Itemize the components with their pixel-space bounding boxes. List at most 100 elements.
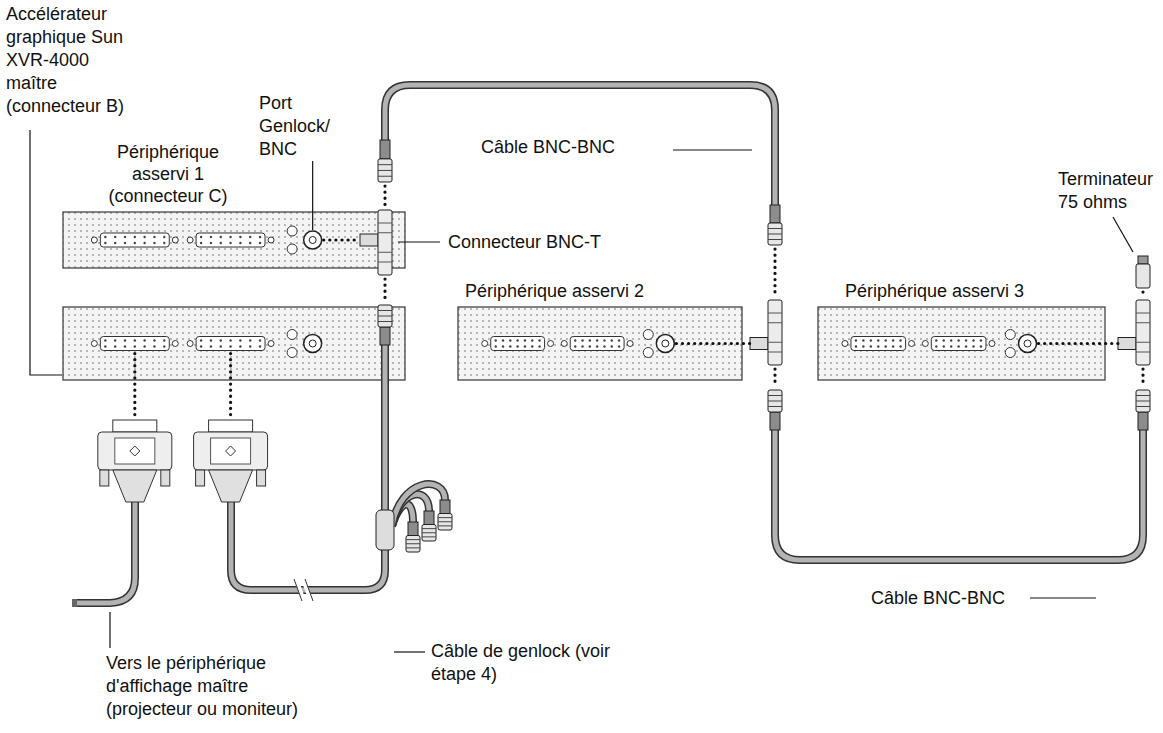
pin (877, 339, 879, 341)
pin (574, 345, 576, 347)
breakout-body (376, 510, 394, 550)
plug-band (1136, 406, 1150, 407)
screw (91, 341, 97, 347)
pin (104, 345, 106, 347)
bnc-port (304, 231, 322, 249)
port-shell (570, 337, 624, 351)
tee-stub (1118, 338, 1136, 350)
cable-body (385, 85, 775, 205)
screw (268, 237, 274, 243)
panel-plate (63, 307, 405, 380)
pin (892, 345, 894, 347)
thumbscrew (196, 470, 205, 486)
pin (885, 339, 887, 341)
pin (143, 236, 145, 238)
pin (134, 345, 136, 347)
pin (877, 345, 879, 347)
plug-boot (770, 205, 780, 223)
pin (229, 236, 231, 238)
plug-band (422, 532, 436, 533)
tee-band (768, 352, 782, 353)
screw (172, 341, 178, 347)
port-shell (100, 337, 169, 351)
pin (114, 345, 116, 347)
plug-band (378, 170, 392, 171)
callout-label: Port Genlock/ BNC (258, 92, 340, 161)
cable-outline (385, 85, 775, 205)
tee-band (378, 262, 392, 263)
terminator-cap (1138, 256, 1148, 264)
bnc-plug (378, 305, 392, 345)
terminator-body (1136, 264, 1150, 288)
screw (842, 341, 848, 347)
pin (134, 242, 136, 244)
thumbscrew (161, 470, 170, 486)
pin (229, 339, 231, 341)
video-plug (194, 420, 268, 502)
pin (200, 345, 202, 347)
pin (143, 339, 145, 341)
port-shell (931, 337, 986, 351)
pin (220, 242, 222, 244)
plug-band (406, 543, 420, 544)
pin (200, 236, 202, 238)
callout-label: Vers le périphérique d'affichage maître … (105, 652, 337, 721)
pin (516, 339, 518, 341)
bnc-t-connector (750, 300, 782, 365)
mini-din-port (643, 348, 653, 358)
pin (200, 242, 202, 244)
dotted-connection (1141, 292, 1144, 297)
pin (574, 339, 576, 341)
device-heading: Périphérique asservi 1 (connecteur C) (88, 141, 248, 207)
cable-body (392, 484, 445, 526)
plug-band (768, 395, 782, 396)
pin (104, 339, 106, 341)
pin (124, 339, 126, 341)
dotted-connection (1039, 342, 1118, 345)
port-shell (491, 337, 545, 351)
pin (495, 339, 497, 341)
pin (870, 339, 872, 341)
pin (502, 345, 504, 347)
pin (249, 242, 251, 244)
pin (870, 345, 872, 347)
pin (220, 339, 222, 341)
pin (134, 236, 136, 238)
tee-band (378, 252, 392, 253)
callout-label: Câble BNC-BNC (480, 136, 616, 159)
plug-shell (209, 420, 253, 432)
pin (143, 345, 145, 347)
pin (980, 339, 982, 341)
bnc-plug (406, 522, 420, 552)
cable (385, 85, 775, 205)
pin (611, 345, 613, 347)
pin (862, 339, 864, 341)
pin (502, 339, 504, 341)
plug-body (378, 305, 392, 327)
mini-din-port (287, 330, 297, 340)
pin (259, 345, 261, 347)
thumbscrew (100, 470, 109, 486)
leader-line (394, 651, 425, 652)
tee-band (768, 342, 782, 343)
screw (909, 341, 915, 347)
pin (239, 242, 241, 244)
tee-stub (750, 338, 768, 350)
bnc-port (304, 335, 322, 353)
pin (596, 345, 598, 347)
cable-outline (392, 484, 445, 526)
pin (134, 339, 136, 341)
port-shell (196, 233, 265, 247)
plug-band (1136, 401, 1150, 402)
pin (972, 345, 974, 347)
pin (153, 339, 155, 341)
plug-band (768, 401, 782, 402)
pin (531, 345, 533, 347)
pin (885, 345, 887, 347)
plug-band (378, 310, 392, 311)
screw (548, 341, 554, 347)
bnc-port-pin (662, 340, 669, 347)
tee-band (378, 223, 392, 224)
pin (603, 345, 605, 347)
